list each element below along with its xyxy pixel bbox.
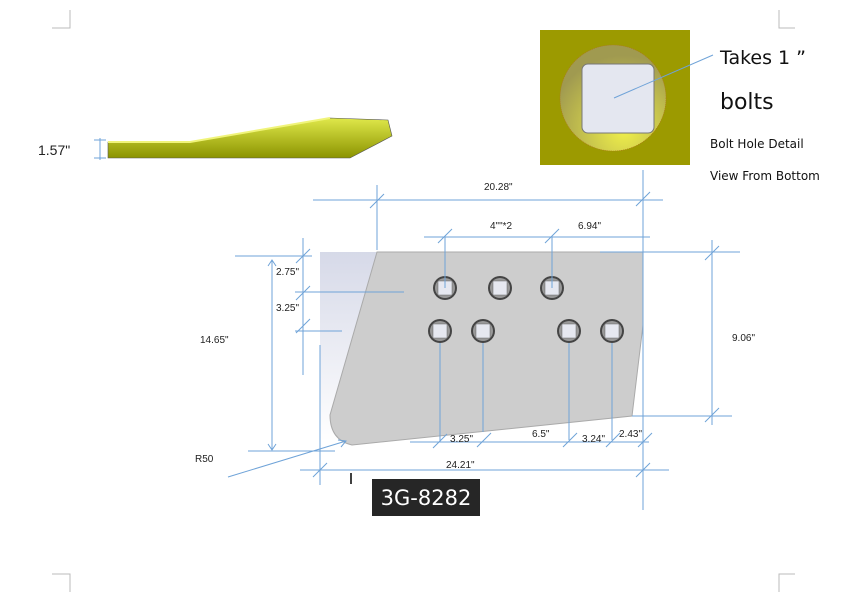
dim-bottom-spacing-1: 3.25" [450, 434, 473, 445]
part-number-label: 3G-8282 [372, 479, 480, 516]
dim-left-height: 14.65" [200, 335, 229, 346]
dim-right-height: 9.06" [732, 333, 755, 344]
dimension-lines [227, 170, 740, 510]
dim-top-width: 20.28" [484, 182, 513, 193]
dim-hole-spacing: 4""*2 [490, 221, 513, 232]
dim-bottom-spacing-4: 2.43" [619, 429, 642, 440]
bolt-hole [471, 319, 495, 343]
dim-bottom-spacing-2: 6.5" [532, 429, 550, 440]
dim-row-spacing: 3.25" [276, 303, 299, 314]
bolt-hole [488, 276, 512, 300]
bolt-hole-detail-image [540, 30, 714, 165]
dim-corner-radius: R50 [195, 454, 214, 465]
bolt-hole [557, 319, 581, 343]
dim-hole-offset: 6.94" [578, 221, 601, 232]
bolt-hole [600, 319, 624, 343]
view-from-bottom-label: View From Bottom [710, 169, 820, 183]
plate-front-view [320, 251, 644, 446]
dim-top-edge-to-row1: 2.75" [276, 267, 299, 278]
bolt-hole-detail-title: Bolt Hole Detail [710, 137, 804, 151]
dim-bottom-spacing-3: 3.24" [582, 434, 605, 445]
takes-bolt-size-label: Takes 1 ” [720, 47, 807, 69]
page-corner-marks [52, 10, 795, 592]
side-view-part [94, 117, 393, 160]
dim-bottom-width: 24.21" [446, 460, 475, 471]
thickness-label: 1.57" [38, 142, 70, 158]
bolt-hole [428, 319, 452, 343]
bolts-label: bolts [720, 90, 774, 115]
